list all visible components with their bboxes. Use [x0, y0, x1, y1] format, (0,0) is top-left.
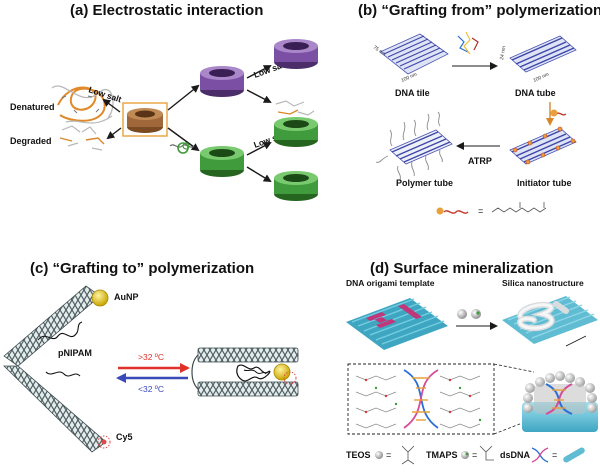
- panel-c: AuNP pNIPAM Cy5 >32 ºC <32 ºC: [3, 285, 299, 453]
- staple-strands: [457, 31, 479, 55]
- tmaps-sphere: [471, 309, 481, 319]
- legend-eq-1: =: [386, 450, 391, 460]
- aunp-left: [91, 289, 109, 307]
- polymer-tube: [375, 111, 453, 181]
- legend-teos: TEOS: [346, 450, 371, 460]
- legend-dsdna: dsDNA: [500, 450, 531, 460]
- initiator-tube: [509, 126, 577, 165]
- zoom-line-top: [493, 363, 535, 373]
- tile-dim-75nm: 75 nm: [372, 45, 387, 58]
- initiator-structure-legend: =: [436, 202, 547, 216]
- panel-a: Denatured Degraded Low salt: [10, 39, 318, 201]
- pnipam-chain-left: [37, 321, 83, 377]
- v-origami-bundle-left: [3, 285, 107, 453]
- panel-b-title: (b) “Grafting from” polymerization: [358, 2, 600, 19]
- label-temp-down: <32 ºC: [138, 384, 164, 394]
- dim-marker: [565, 335, 587, 347]
- polycation-coil: [169, 142, 195, 154]
- legend-eq-3: =: [552, 450, 557, 460]
- tmaps-group: [476, 311, 480, 315]
- label-initiator-tube: Initiator tube: [517, 178, 572, 188]
- legend-eq-2: =: [472, 450, 477, 460]
- label-pnipam: pNIPAM: [58, 348, 92, 358]
- degraded-dna-fragments: [59, 125, 105, 151]
- legend-dsdna-rod: [563, 447, 585, 463]
- arrow-center-to-purple: [102, 98, 121, 113]
- denatured-dna-tangle: [51, 85, 114, 124]
- teos-structure: [401, 445, 415, 465]
- purple-coated-tube: [200, 66, 244, 97]
- tube-dim-100nm: 100 nm: [532, 72, 550, 84]
- teos-sphere: [457, 309, 467, 319]
- arrow-purple-to-intact: [246, 65, 272, 79]
- highlight-box: [122, 102, 168, 137]
- tube-dim-24nm: 24 nm: [499, 46, 507, 61]
- legend-dsdna-helix: [531, 447, 549, 463]
- dna-tile: 100 nm 75 nm: [372, 33, 449, 84]
- legend-tmaps-group: [465, 452, 469, 456]
- origami-template: [346, 298, 448, 350]
- label-polymer-tube: Polymer tube: [396, 178, 453, 188]
- green-coated-tube: [200, 146, 244, 177]
- initiator-icon-small: [550, 109, 567, 117]
- arrow-purple-to-degraded: [246, 89, 272, 103]
- brown-dna-tube: [127, 108, 163, 133]
- panel-c-title: (c) “Grafting to” polymerization: [30, 260, 255, 277]
- arrow-green-to-intact-1: [246, 142, 272, 156]
- label-dna-tube: DNA tube: [515, 88, 556, 98]
- legend-row: TEOS = TMAPS = dsDNA =: [346, 445, 585, 465]
- dna-tube: 24 nm 100 nm: [499, 35, 577, 84]
- silica-coated-helix: [522, 371, 598, 432]
- label-origami-template: DNA origami template: [346, 278, 435, 288]
- label-denatured: Denatured: [10, 102, 55, 112]
- panel-d-title: (d) Surface mineralization: [370, 260, 554, 277]
- legend-teos-sphere: [375, 451, 383, 459]
- cy5-quenched: [283, 371, 297, 385]
- panel-b: 100 nm 75 nm DNA tile 24 nm 100 nm: [372, 31, 577, 216]
- arrow-center-to-degraded: [106, 127, 122, 140]
- label-cy5: Cy5: [116, 432, 133, 442]
- purple-tube-stable: [274, 39, 318, 69]
- cy5-dye: [97, 435, 111, 449]
- green-tube-stable-1: [274, 117, 318, 147]
- tmaps-structure: [479, 445, 494, 461]
- silica-nanostructure: [502, 296, 598, 347]
- label-temp-up: >32 ºC: [138, 352, 164, 362]
- panel-d: DNA origami template Silica nanostructur…: [346, 278, 598, 465]
- arrow-green-to-intact-2: [246, 166, 272, 183]
- panel-a-title: (a) Electrostatic interaction: [70, 2, 264, 19]
- label-silica-nanostructure: Silica nanostructure: [502, 278, 584, 288]
- legend-tmaps: TMAPS: [426, 450, 458, 460]
- closed-origami-bundle: [191, 347, 299, 397]
- label-atrp: ATRP: [468, 156, 492, 166]
- collapsed-pnipam: [236, 364, 271, 382]
- arrow-to-purple-tube: [167, 84, 200, 111]
- label-aunp: AuNP: [114, 292, 139, 302]
- label-degraded: Degraded: [10, 136, 52, 146]
- label-dna-tile: DNA tile: [395, 88, 430, 98]
- inset-molecular-network: [355, 369, 482, 429]
- legend-equals: =: [478, 206, 483, 216]
- green-tube-stable-2: [274, 171, 318, 201]
- tile-dim-100nm: 100 nm: [400, 72, 418, 84]
